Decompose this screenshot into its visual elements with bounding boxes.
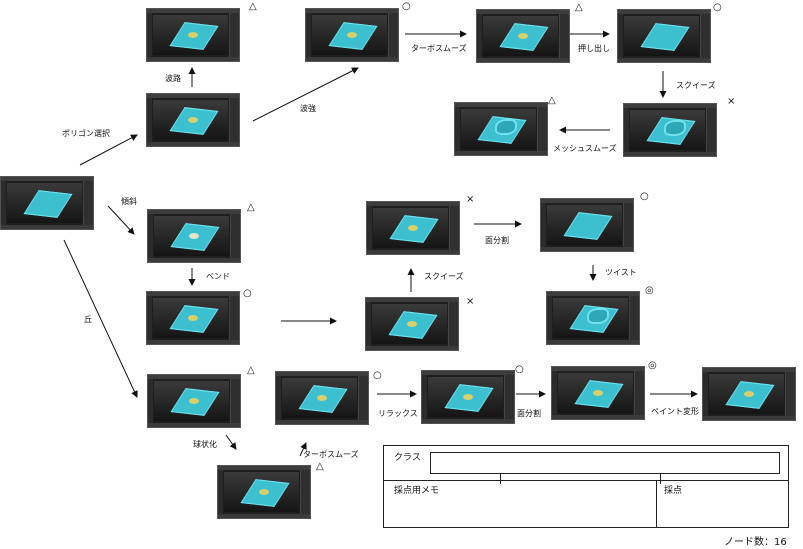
- label-tilt: 傾斜: [121, 197, 137, 206]
- label-spherify: 球状化: [193, 440, 217, 449]
- node-bend: [146, 291, 240, 345]
- arrow-origin-to-hill: [63, 239, 138, 398]
- mark-turbo-smooth-2: △: [316, 461, 324, 472]
- mark-twist: ◎: [645, 285, 654, 296]
- label-twist: ツイスト: [605, 268, 637, 277]
- label-turbo-smooth-1: ターボスムーズ: [411, 44, 467, 53]
- mark-face-split-2: ◎: [648, 360, 657, 371]
- node-wave-road: [146, 8, 240, 62]
- node-hill: [147, 374, 241, 428]
- mark-hill: △: [247, 365, 255, 376]
- node-origin-screenshot: [0, 176, 94, 230]
- arrow-hill-to-spherify: [225, 434, 237, 450]
- label-face-split-1: 面分割: [485, 236, 509, 245]
- label-turbo-smooth-2: ターボスムーズ: [303, 450, 359, 459]
- mark-squeeze-1: ×: [727, 96, 736, 107]
- label-hill: 丘: [84, 315, 92, 324]
- label-poly-select: ポリゴン選択: [62, 129, 110, 138]
- mark-mesh-smooth: △: [548, 95, 556, 106]
- mark-extrude: ○: [713, 2, 722, 13]
- node-mesh-smooth: [454, 102, 548, 156]
- node-wave-strong: [305, 8, 399, 62]
- node-turbo-smooth-1: [476, 9, 570, 63]
- label-squeeze-2: スクイーズ: [424, 272, 464, 281]
- arrow-origin-to-polyselect: [79, 134, 138, 166]
- node-squeeze-2-top: [366, 201, 460, 255]
- memo-label: 採点用メモ: [394, 486, 440, 496]
- node-squeeze-2: [365, 297, 459, 351]
- node-paint-deform: [702, 367, 796, 421]
- score-label: 採点: [664, 486, 683, 496]
- node-relax: [421, 370, 515, 424]
- label-relax: リラックス: [378, 409, 418, 418]
- label-face-split-2: 面分割: [517, 409, 541, 418]
- label-wave-strong: 波強: [300, 104, 316, 113]
- mark-face-split-1: ○: [640, 191, 649, 202]
- grading-form: クラス 採点用メモ 採点: [383, 445, 789, 528]
- class-label: クラス: [394, 453, 421, 463]
- label-paint-deform: ペイント変形: [651, 407, 699, 416]
- mark-spherify: ○: [373, 370, 382, 381]
- node-squeeze-1: [623, 103, 717, 157]
- class-input[interactable]: [430, 452, 780, 474]
- node-twist: [546, 291, 640, 345]
- mark-wave-strong: ○: [402, 1, 411, 12]
- mark-bend: ○: [243, 288, 252, 299]
- node-tilt: [147, 209, 241, 263]
- mark-tilt: △: [247, 202, 255, 213]
- arrow-spherify-to-turbo2: [299, 442, 307, 457]
- node-poly-select: [146, 93, 240, 147]
- node-face-split-1: [540, 198, 634, 252]
- node-extrude: [617, 9, 711, 63]
- label-wave-road: 波路: [165, 74, 181, 83]
- mark-turbo-smooth-1: △: [575, 2, 583, 13]
- mark-squeeze-2-top: ×: [466, 194, 475, 205]
- mark-wave-road: △: [249, 1, 257, 12]
- mark-relax: ○: [515, 364, 524, 375]
- label-squeeze-1: スクイーズ: [676, 81, 716, 90]
- node-face-split-2: [551, 366, 645, 420]
- node-count: ノード数：16: [724, 537, 787, 548]
- label-bend: ベンド: [206, 272, 230, 281]
- arrow-polyselect-to-wavestrong: [252, 67, 359, 122]
- mark-squeeze-2: ×: [466, 296, 475, 307]
- arrow-origin-to-tilt: [107, 205, 135, 235]
- label-extrude: 押し出し: [578, 44, 610, 53]
- label-mesh-smooth: メッシュスムーズ: [553, 144, 617, 153]
- class-row: クラス: [384, 446, 788, 484]
- node-turbo-smooth-2: [217, 465, 311, 519]
- node-spherify: [275, 371, 369, 425]
